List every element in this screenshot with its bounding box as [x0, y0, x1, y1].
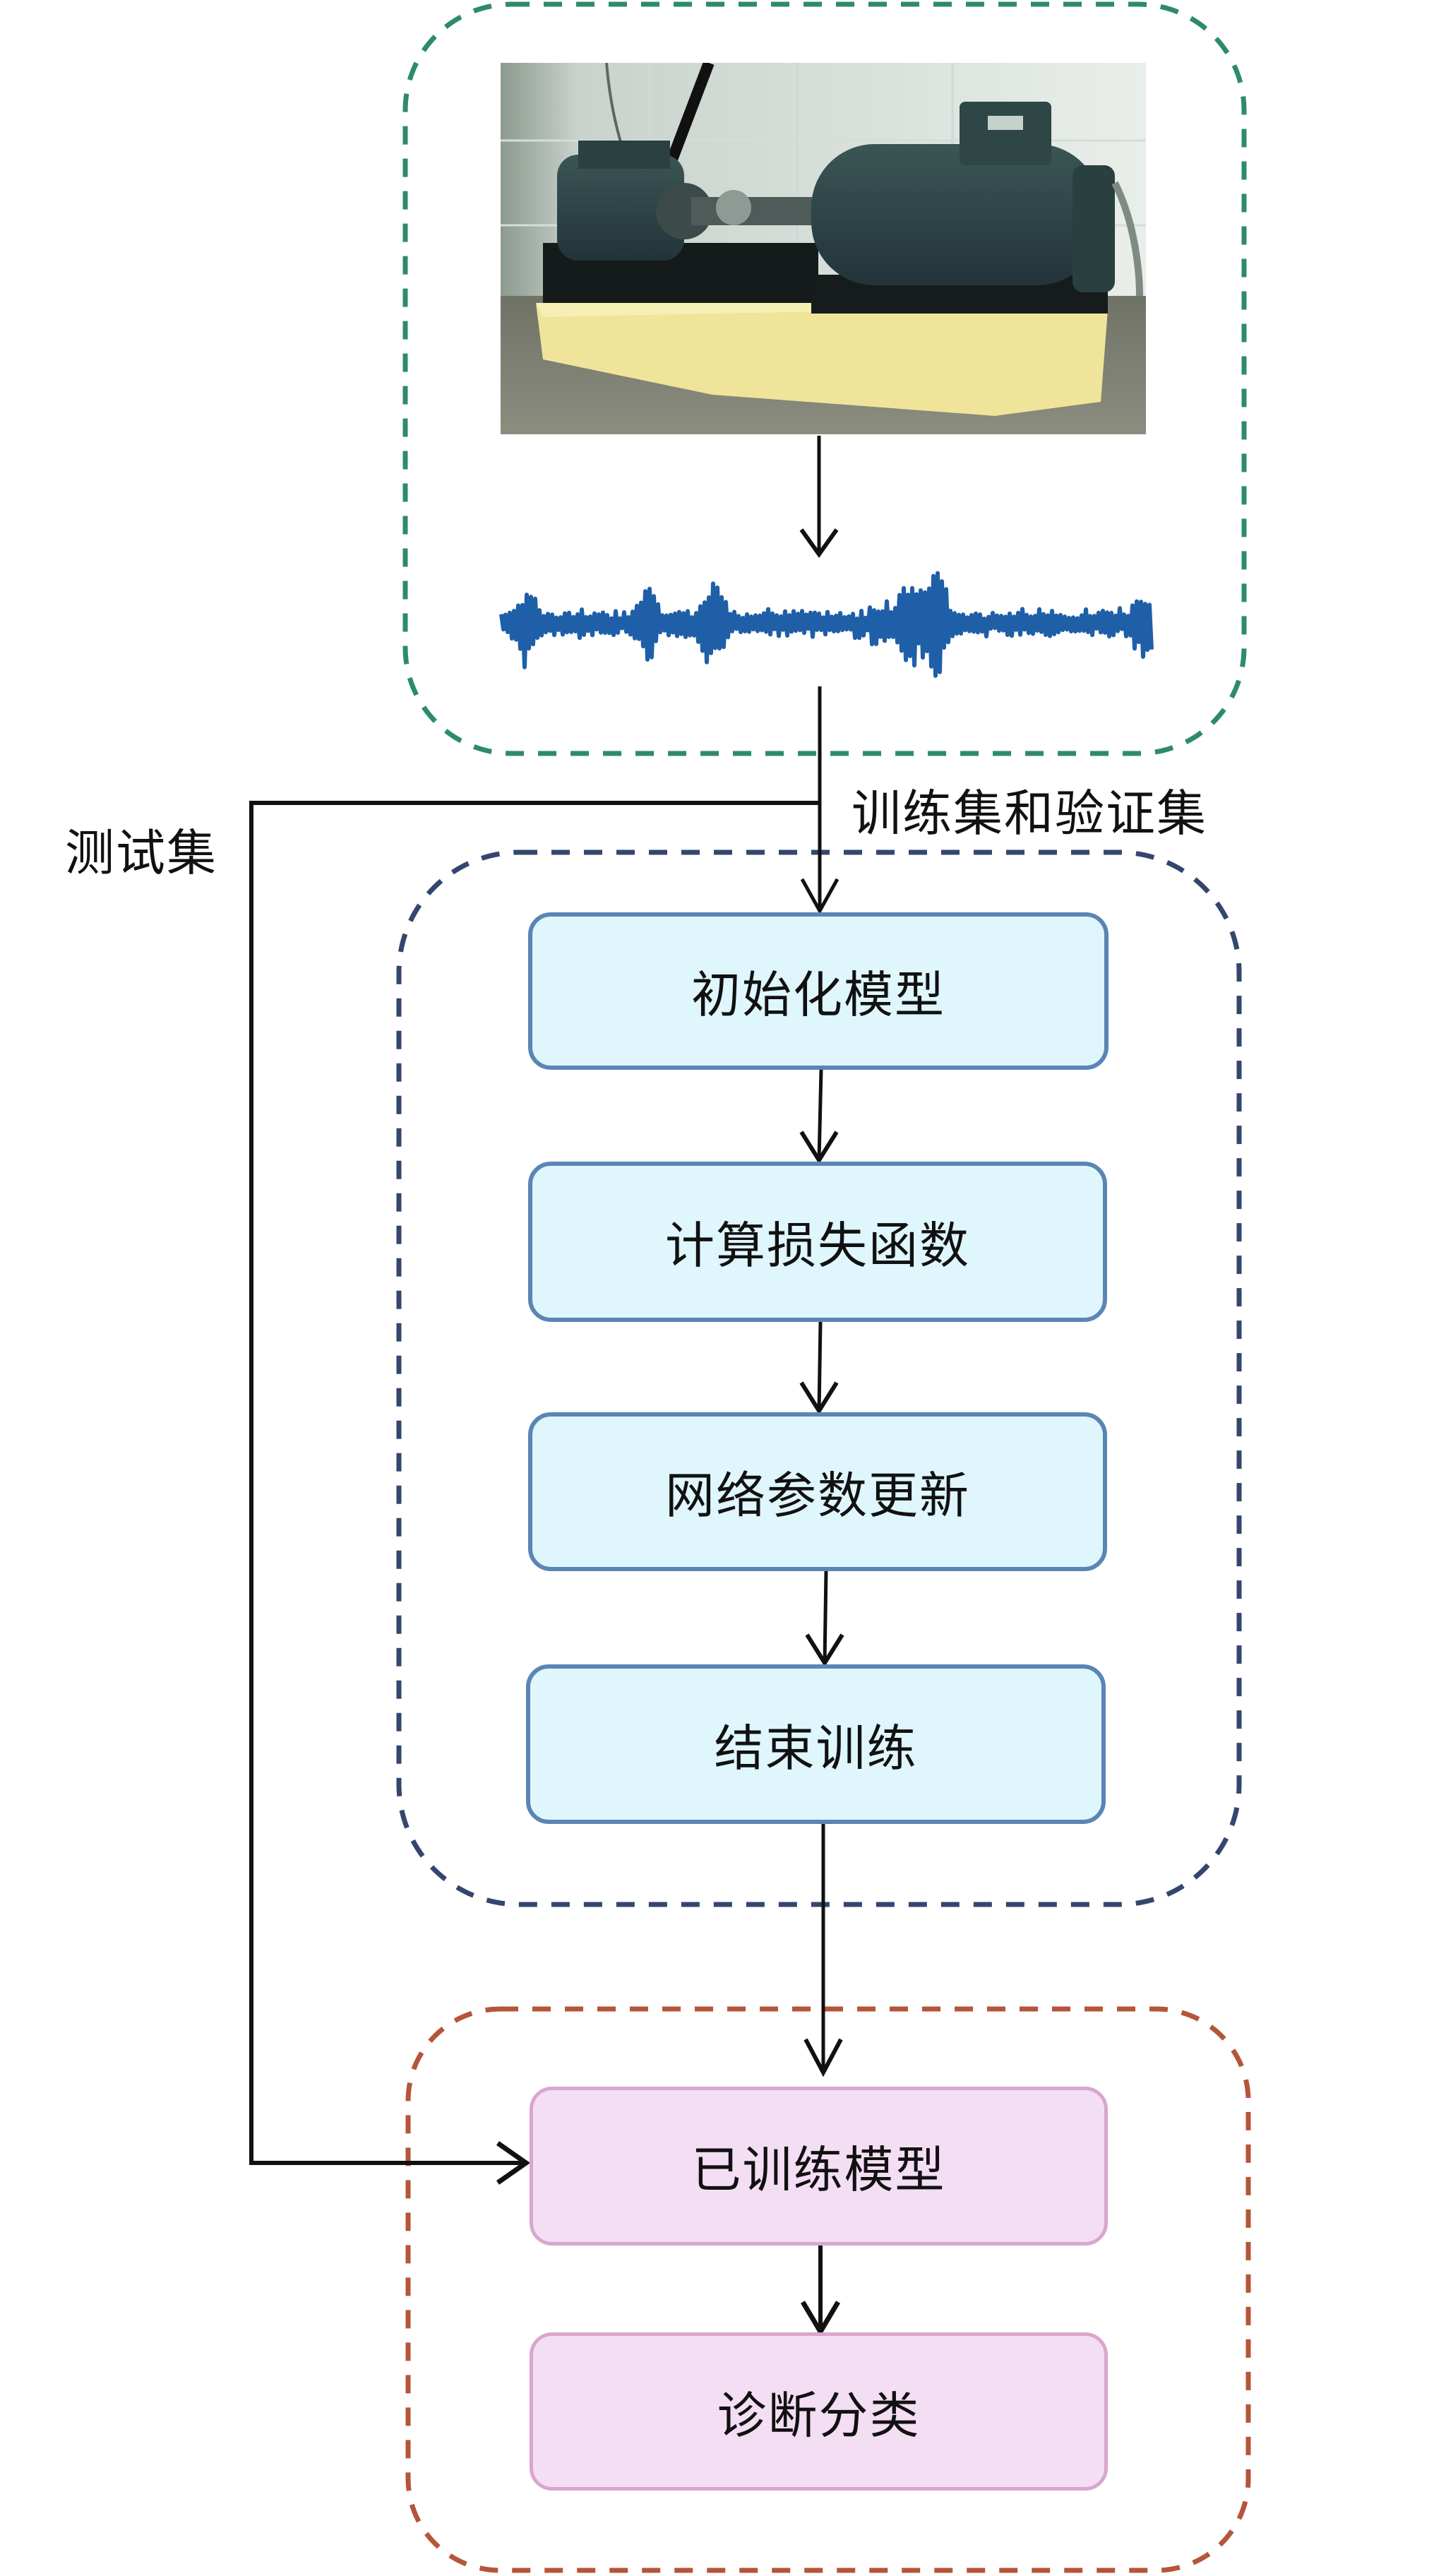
step-end-training[interactable]: 结束训练: [526, 1664, 1106, 1824]
train-val-set-label: 训练集和验证集: [852, 785, 1207, 842]
test-rig-photo: [501, 63, 1146, 434]
arrow-step3-to-step4: [805, 1570, 844, 1667]
step-label: 网络参数更新: [665, 1467, 970, 1525]
step-diagnosis-classification[interactable]: 诊断分类: [530, 2332, 1108, 2491]
arrow-test-set-branch: [249, 801, 820, 2185]
step-label: 计算损失函数: [665, 1217, 970, 1275]
arrow-training-to-trained-model: [803, 1824, 843, 2077]
step-label: 结束训练: [714, 1719, 918, 1777]
step-initialize-model[interactable]: 初始化模型: [528, 912, 1109, 1070]
step-update-parameters[interactable]: 网络参数更新: [528, 1412, 1107, 1571]
step-trained-model[interactable]: 已训练模型: [530, 2087, 1108, 2246]
vibration-signal-waveform: [499, 571, 1154, 678]
testing-frame: [405, 2006, 1251, 2573]
step-compute-loss[interactable]: 计算损失函数: [528, 1162, 1107, 1322]
arrow-step2-to-step3: [799, 1321, 839, 1415]
test-set-label: 测试集: [65, 824, 217, 882]
step-label: 初始化模型: [691, 966, 945, 1024]
test-rig-illustration: [501, 63, 1146, 434]
step-label: 已训练模型: [691, 2141, 946, 2199]
arrow-trained-model-to-diagnosis: [800, 2246, 841, 2337]
arrow-photo-to-signal: [799, 436, 839, 559]
arrow-signal-to-training: [800, 686, 839, 915]
step-label: 诊断分类: [717, 2386, 921, 2445]
arrow-step1-to-step2: [799, 1069, 839, 1164]
